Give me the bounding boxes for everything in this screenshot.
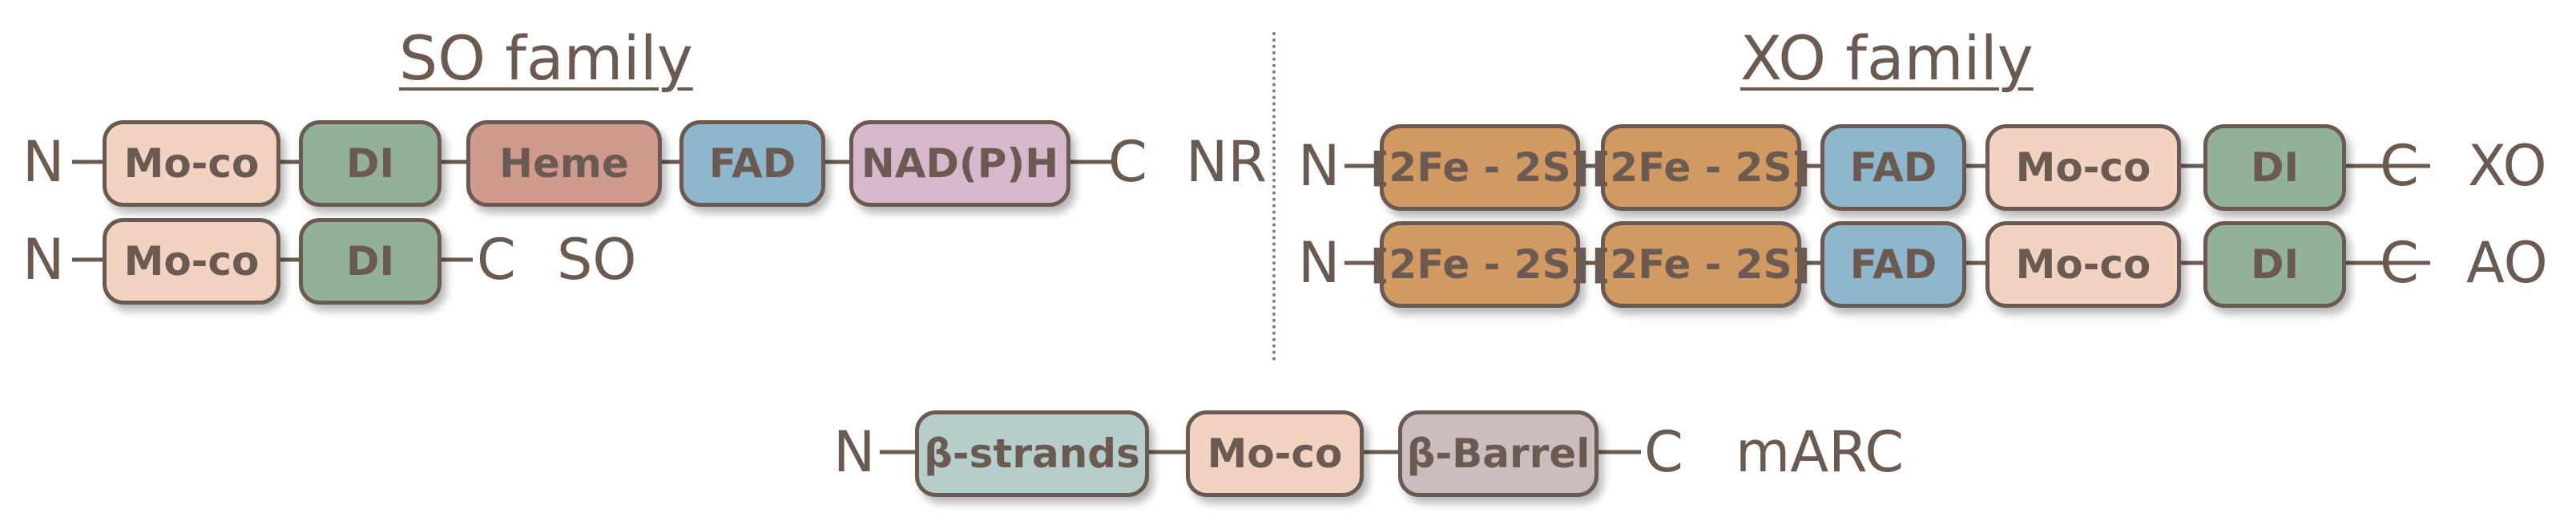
nr-row: N Mo-co DI Heme FAD NAD(P)H C NR xyxy=(0,120,1274,207)
n-terminus: N xyxy=(833,419,876,485)
domain-fad: FAD xyxy=(1820,124,1966,211)
domain-2fe-2s: [2Fe - 2S] xyxy=(1371,124,1589,211)
domain-fad: FAD xyxy=(1820,221,1966,308)
n-terminus: N xyxy=(1298,230,1340,296)
domain-2fe-2s: [2Fe - 2S] xyxy=(1371,221,1589,308)
domain-beta-strands: β-strands xyxy=(915,410,1149,497)
domain-di: DI xyxy=(2203,221,2346,308)
marc-label: mARC xyxy=(1735,419,1905,485)
so-label: SO xyxy=(557,227,637,293)
c-terminus: C xyxy=(477,227,516,293)
xo-row: N [2Fe - 2S] [2Fe - 2S] FAD Mo-co DI C X… xyxy=(0,124,2576,211)
n-terminus: N xyxy=(22,227,65,293)
domain-moco: Mo-co xyxy=(1985,221,2181,308)
domain-di: DI xyxy=(299,120,441,207)
domain-nadph: NAD(P)H xyxy=(849,120,1070,207)
xo-family-title: XO family xyxy=(1740,22,2034,94)
c-terminus: C xyxy=(1108,129,1147,195)
c-terminus: C xyxy=(2380,230,2419,296)
n-terminus: N xyxy=(1298,133,1340,199)
domain-2fe-2s: [2Fe - 2S] xyxy=(1592,221,1810,308)
so-family-title: SO family xyxy=(399,22,693,94)
domain-2fe-2s: [2Fe - 2S] xyxy=(1592,124,1810,211)
domain-heme: Heme xyxy=(466,120,662,207)
domain-fad: FAD xyxy=(679,120,825,207)
domain-moco: Mo-co xyxy=(1985,124,2181,211)
domain-moco: Mo-co xyxy=(103,218,280,305)
family-divider xyxy=(1272,32,1276,361)
so-row: N Mo-co DI C SO xyxy=(0,218,721,305)
ao-row: N [2Fe - 2S] [2Fe - 2S] FAD Mo-co DI C A… xyxy=(0,221,2576,308)
domain-di: DI xyxy=(299,218,441,305)
domain-moco: Mo-co xyxy=(1186,410,1364,497)
domain-di: DI xyxy=(2203,124,2346,211)
marc-row: N β-strands Mo-co β-Barrel C mARC xyxy=(0,410,2576,497)
domain-moco: Mo-co xyxy=(103,120,280,207)
nr-label: NR xyxy=(1186,129,1268,195)
domain-beta-barrel: β-Barrel xyxy=(1398,410,1598,497)
c-terminus: C xyxy=(1644,419,1683,485)
ao-label: AO xyxy=(2466,230,2548,296)
c-terminus: C xyxy=(2380,133,2419,199)
n-terminus: N xyxy=(22,129,65,195)
xo-label: XO xyxy=(2468,133,2547,199)
